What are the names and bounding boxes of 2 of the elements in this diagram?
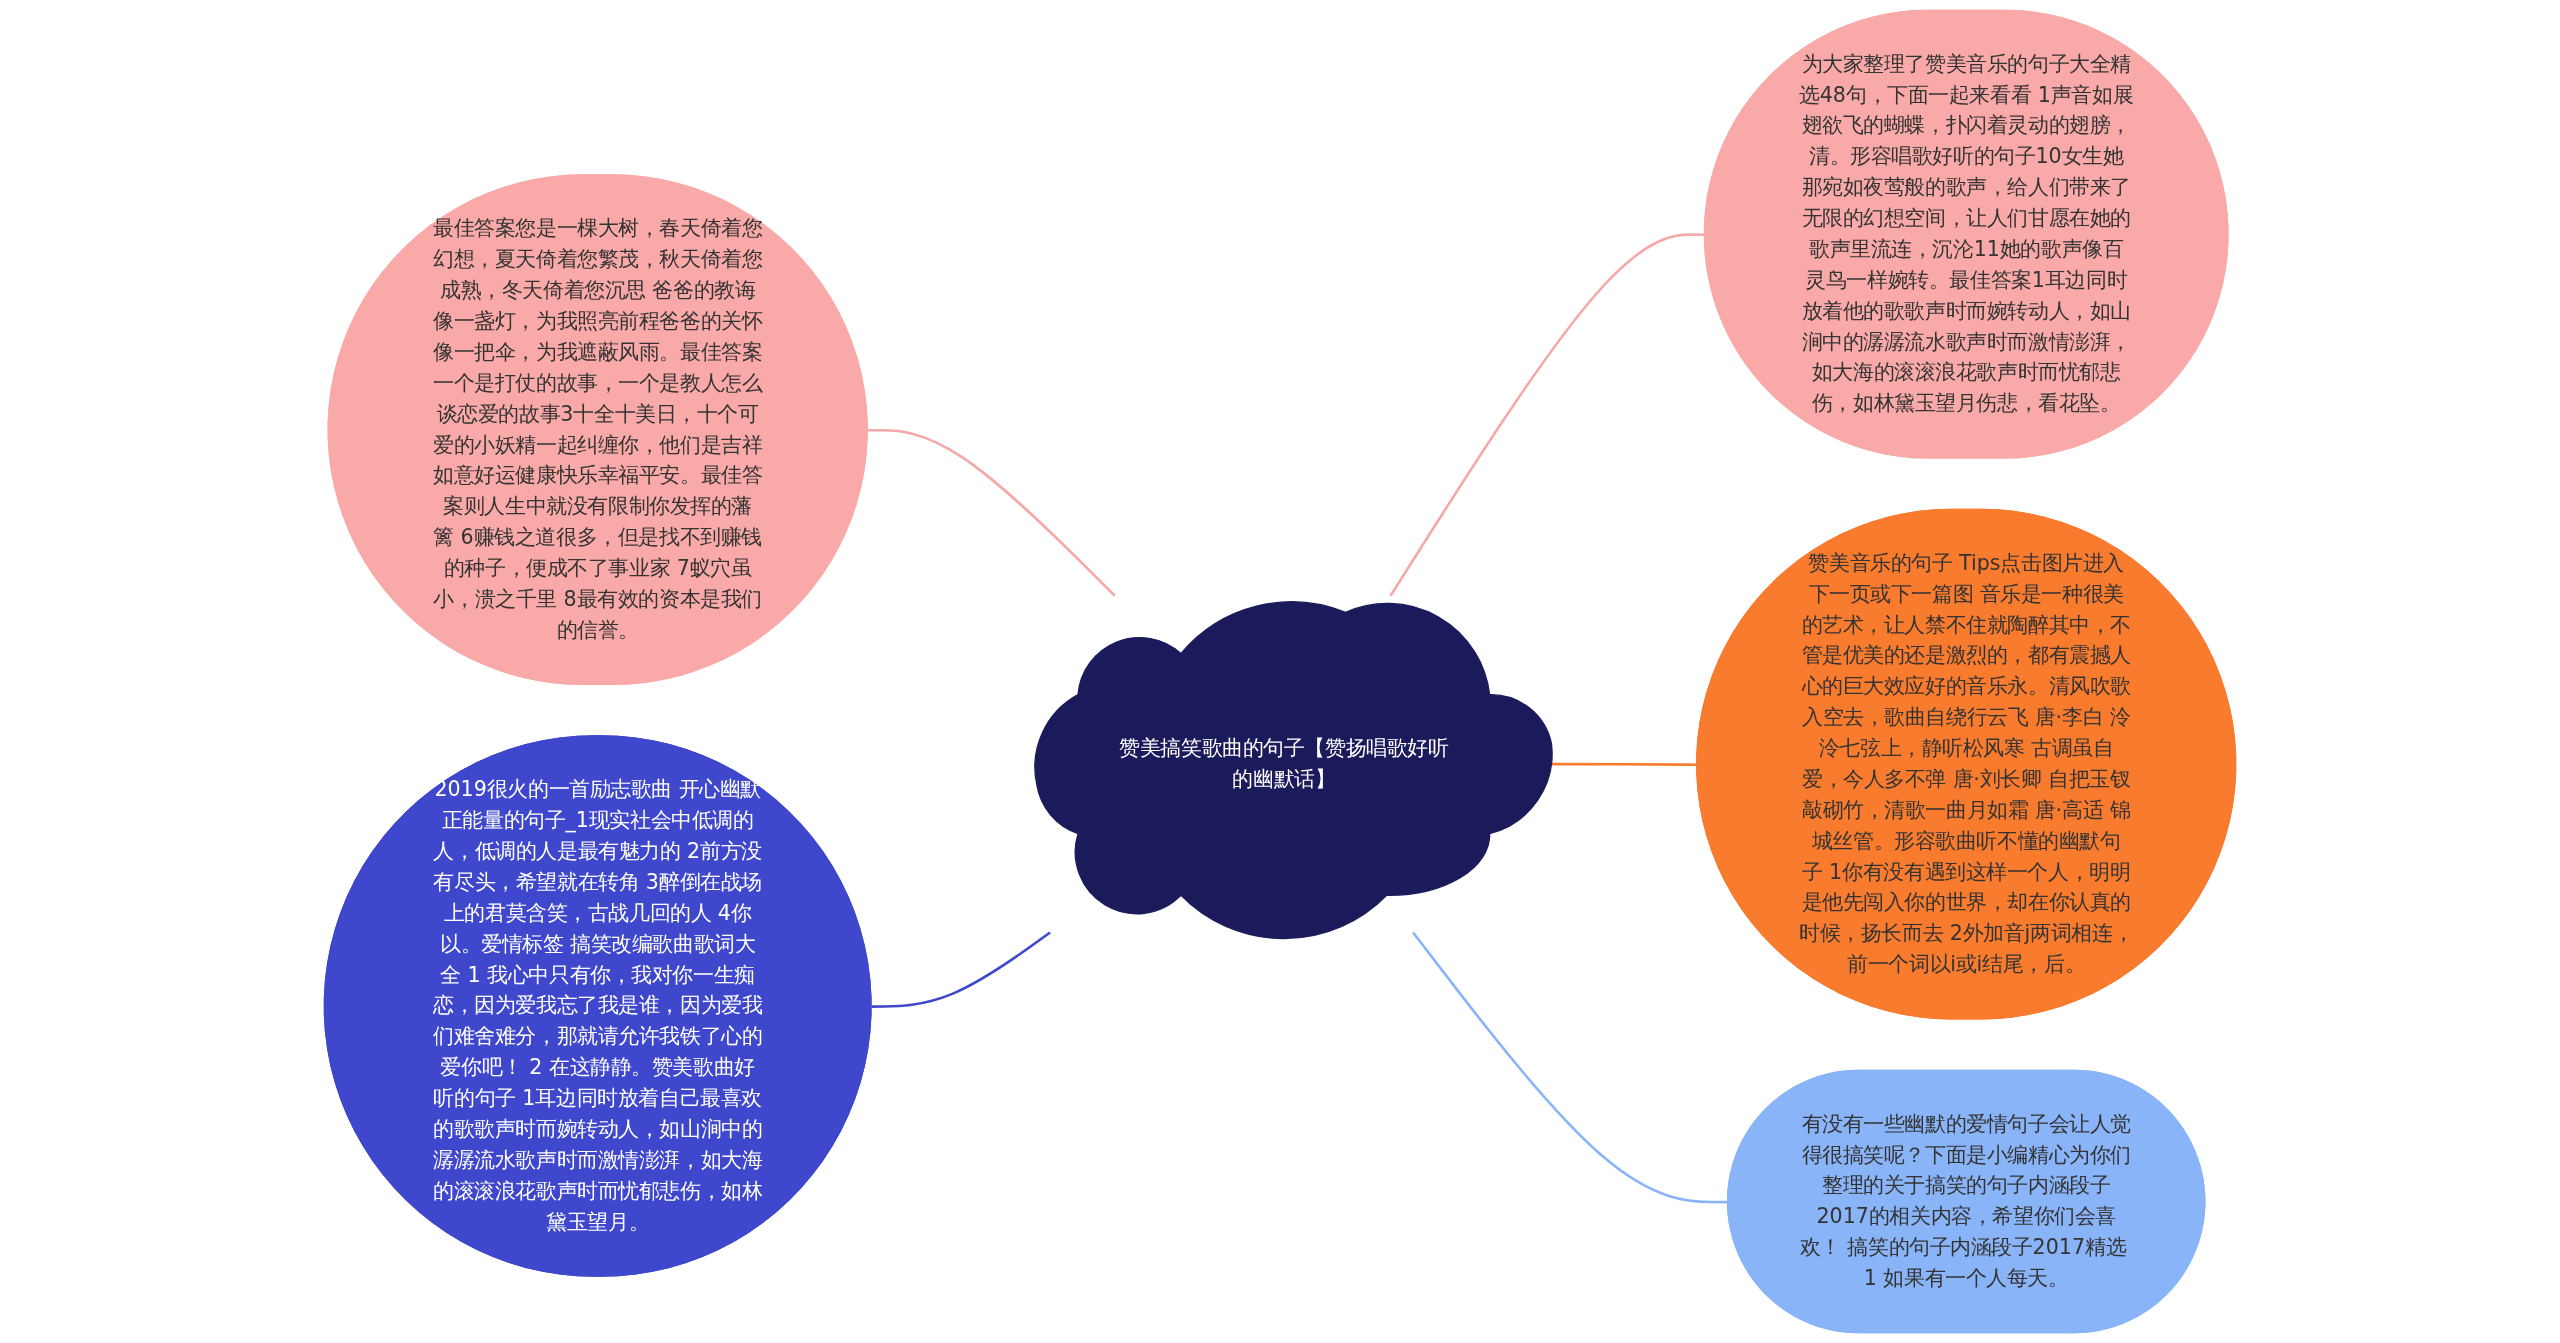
connector	[867, 428, 1116, 597]
connector	[871, 931, 1051, 1008]
